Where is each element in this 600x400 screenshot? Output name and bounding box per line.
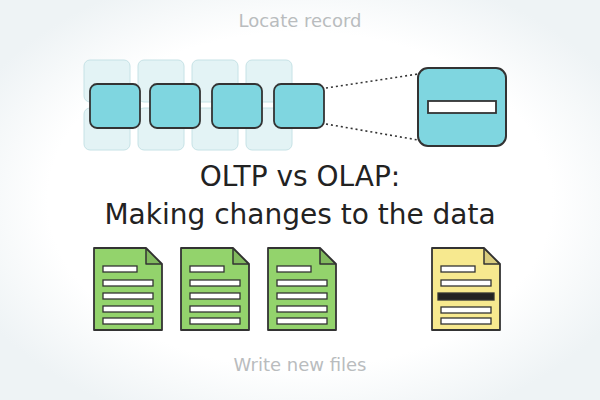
file-lines bbox=[103, 266, 327, 324]
zoom-lines bbox=[326, 74, 418, 140]
record-row bbox=[90, 84, 324, 128]
section-label: Locate record bbox=[238, 10, 361, 31]
new-files bbox=[94, 248, 336, 330]
record-grid bbox=[84, 60, 292, 150]
old-file-lines bbox=[438, 266, 494, 324]
title: OLTP vs OLAP: bbox=[200, 160, 400, 193]
section-label: Write new files bbox=[234, 354, 367, 375]
zoomed-record bbox=[418, 68, 506, 146]
old-file bbox=[432, 248, 500, 330]
subtitle: Making changes to the data bbox=[104, 198, 495, 231]
